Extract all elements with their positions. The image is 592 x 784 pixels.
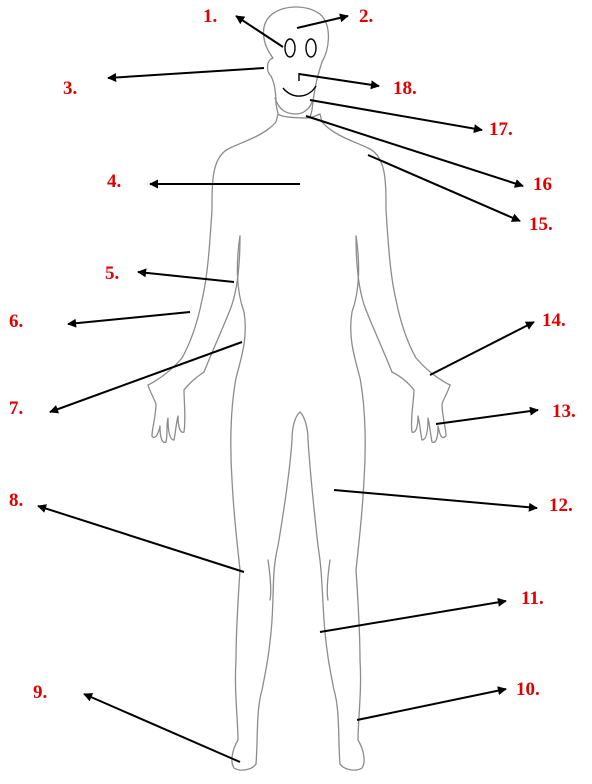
arrow-12 [334,490,537,508]
mouth [283,86,316,96]
arrow-10 [357,689,506,720]
label-11: 11. [521,589,544,608]
arrow-15 [368,155,520,221]
label-6: 6. [9,312,23,331]
label-12: 12. [549,496,573,515]
arrow-5 [138,272,234,282]
arrow-13 [436,410,538,424]
arrow-11 [320,601,506,632]
arrow-7 [50,342,242,412]
face-features [283,39,316,96]
arrow-3 [108,68,264,78]
pointer-arrows [38,16,538,762]
label-17: 17. [489,120,513,139]
arrow-14 [430,322,534,375]
label-14: 14. [542,311,566,330]
arrow-6 [68,312,190,324]
label-2: 2. [359,7,373,26]
label-7: 7. [9,399,23,418]
label-10: 10. [516,680,540,699]
arrow-2 [297,16,348,28]
left-eye [285,39,295,57]
arrow-8 [38,506,244,572]
label-5: 5. [105,264,119,283]
label-15: 15. [529,215,553,234]
label-9: 9. [33,683,47,702]
label-4: 4. [107,172,121,191]
right-eye [306,39,316,57]
label-1: 1. [203,7,217,26]
label-8: 8. [9,491,23,510]
label-3: 3. [63,79,77,98]
arrow-1 [236,16,283,47]
label-13: 13. [552,402,576,421]
arrow-18 [299,74,379,86]
label-16: 16 [533,175,552,194]
label-18: 18. [393,79,417,98]
arrow-9 [84,694,240,762]
human-body-outline [148,7,450,770]
